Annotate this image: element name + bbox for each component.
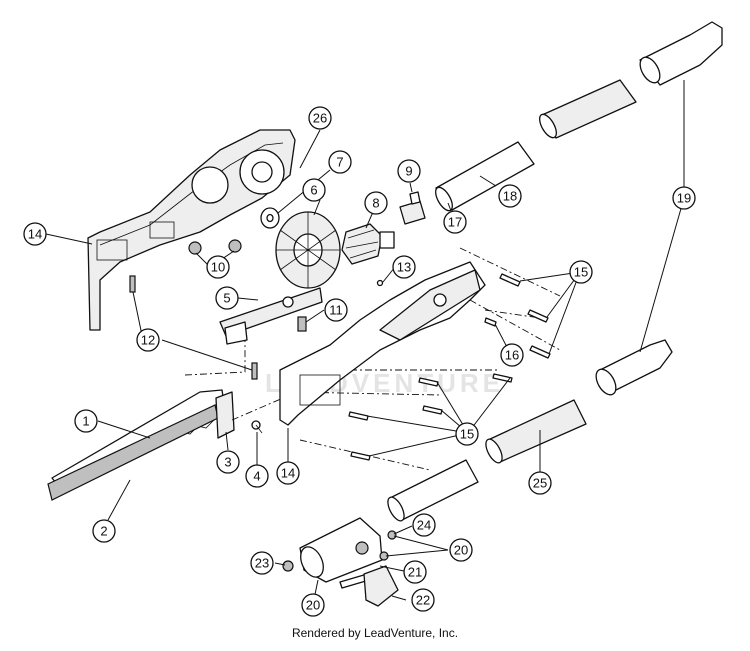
svg-text:21: 21 <box>408 565 422 580</box>
svg-text:17: 17 <box>448 215 462 230</box>
callout-14-bottom: 14 <box>276 461 300 485</box>
svg-text:15: 15 <box>460 427 474 442</box>
screw-part <box>348 273 551 461</box>
callout-5: 5 <box>215 286 239 310</box>
svg-text:14: 14 <box>28 227 42 242</box>
blade-clamp-part <box>215 391 263 439</box>
callout-11: 11 <box>324 298 348 322</box>
callout-20-bottom: 20 <box>301 593 325 617</box>
svg-text:8: 8 <box>372 196 379 211</box>
nut-part <box>188 239 242 255</box>
svg-text:7: 7 <box>336 155 343 170</box>
callout-26: 26 <box>308 106 332 130</box>
pinion-gear-part <box>341 223 395 265</box>
svg-text:23: 23 <box>255 556 269 571</box>
drive-tube-part <box>435 79 637 212</box>
bevel-gear-part <box>275 211 341 289</box>
svg-text:1: 1 <box>82 414 89 429</box>
callout-7: 7 <box>328 150 352 174</box>
callout-12: 12 <box>136 328 160 352</box>
lower-tube-part <box>387 399 587 522</box>
svg-text:24: 24 <box>417 518 431 533</box>
callout-10: 10 <box>206 255 230 279</box>
callout-2: 2 <box>92 519 116 543</box>
svg-text:25: 25 <box>533 476 547 491</box>
svg-text:14: 14 <box>281 466 295 481</box>
right-housing-part <box>279 261 486 426</box>
left-housing-part <box>87 129 296 331</box>
callout-25: 25 <box>528 471 552 495</box>
callout-24: 24 <box>412 513 436 537</box>
coupler-part <box>399 191 426 225</box>
svg-text:20: 20 <box>306 598 320 613</box>
svg-text:9: 9 <box>405 164 412 179</box>
svg-text:13: 13 <box>397 260 411 275</box>
callout-15-bottom: 15 <box>455 422 479 446</box>
svg-text:19: 19 <box>677 191 691 206</box>
svg-text:16: 16 <box>505 348 519 363</box>
callout-3: 3 <box>216 450 240 474</box>
callout-15-top: 15 <box>569 260 593 284</box>
callout-14-top: 14 <box>23 222 47 246</box>
svg-text:15: 15 <box>574 265 588 280</box>
callout-23: 23 <box>250 551 274 575</box>
blade-guard-part <box>47 404 219 501</box>
svg-text:3: 3 <box>224 455 231 470</box>
callout-19: 19 <box>672 186 696 210</box>
callout-8: 8 <box>364 191 388 215</box>
svg-text:10: 10 <box>211 260 225 275</box>
svg-text:5: 5 <box>223 291 230 306</box>
callout-4: 4 <box>245 464 269 488</box>
callout-17: 17 <box>443 210 467 234</box>
callout-9: 9 <box>397 159 421 183</box>
callout-22: 22 <box>411 588 435 612</box>
callout-20-right: 20 <box>449 538 473 562</box>
svg-text:20: 20 <box>454 543 468 558</box>
svg-text:12: 12 <box>141 333 155 348</box>
svg-text:26: 26 <box>313 111 327 126</box>
svg-text:22: 22 <box>416 593 430 608</box>
callout-18: 18 <box>498 184 522 208</box>
washer-part <box>260 207 280 229</box>
svg-text:6: 6 <box>310 183 317 198</box>
svg-text:11: 11 <box>329 303 343 318</box>
pin-part <box>129 275 384 380</box>
callout-1: 1 <box>74 409 98 433</box>
callout-21: 21 <box>403 560 427 584</box>
svg-text:4: 4 <box>253 469 260 484</box>
clamp-collar-part <box>282 517 399 607</box>
credit-caption: Rendered by LeadVenture, Inc. <box>291 626 459 640</box>
callout-13: 13 <box>392 255 416 279</box>
svg-text:2: 2 <box>100 524 107 539</box>
callout-16: 16 <box>500 343 524 367</box>
callout-6: 6 <box>302 178 326 202</box>
end-cap-part <box>595 21 723 396</box>
link-bar-part <box>219 287 323 345</box>
svg-text:18: 18 <box>503 189 517 204</box>
